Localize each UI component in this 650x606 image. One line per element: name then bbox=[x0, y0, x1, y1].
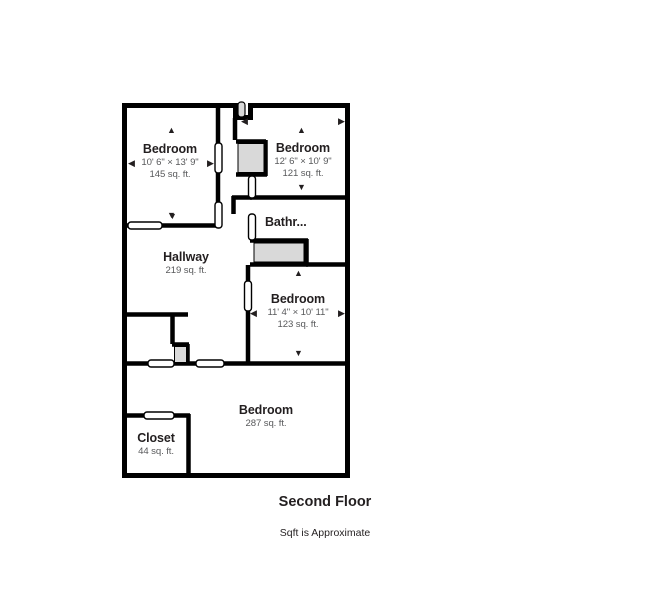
room-label-bedroom-mid-right: Bedroom 11' 4" × 10' 11" 123 sq. ft. bbox=[223, 291, 373, 332]
arrow-right-icon: ▶ bbox=[338, 308, 345, 318]
room-dimensions: 11' 4" × 10' 11" bbox=[267, 307, 329, 318]
room-name: Bedroom bbox=[238, 403, 294, 417]
room-label-bathroom: Bathr... bbox=[265, 214, 365, 230]
floorplan-title: Second Floor bbox=[278, 494, 372, 510]
arrow-down-icon: ▼ bbox=[294, 348, 303, 358]
door-closet-bottom bbox=[143, 411, 175, 420]
fixture-group bbox=[174, 143, 305, 363]
arrow-left-icon: ◀ bbox=[250, 308, 257, 318]
room-area: 145 sq. ft. bbox=[149, 169, 191, 181]
room-name: Bedroom bbox=[142, 142, 198, 156]
arrow-down-icon: ▼ bbox=[167, 210, 176, 220]
floorplan-subtitle: Sqft is Approximate bbox=[279, 527, 371, 539]
door-bedroom-topleft-lower bbox=[214, 201, 223, 229]
hallway-fixture bbox=[174, 346, 187, 363]
room-label-closet: Closet 44 sq. ft. bbox=[81, 430, 231, 458]
door-bedroom-topleft-upper bbox=[214, 142, 223, 174]
door-bathroom bbox=[247, 213, 257, 241]
closet-fixture-top bbox=[237, 143, 265, 173]
room-name: Hallway bbox=[163, 250, 209, 264]
arrow-left-icon: ◀ bbox=[128, 158, 135, 168]
door-hallway-right bbox=[195, 359, 225, 368]
door-closet-top bbox=[247, 175, 257, 199]
room-dimensions: 12' 6" × 10' 9" bbox=[274, 156, 332, 167]
arrow-up-icon: ▲ bbox=[297, 125, 306, 135]
arrow-down-icon: ▼ bbox=[297, 182, 306, 192]
room-area: 287 sq. ft. bbox=[245, 418, 287, 429]
room-label-bedroom-bottom: Bedroom 287 sq. ft. bbox=[191, 402, 341, 430]
room-area: 219 sq. ft. bbox=[165, 265, 207, 276]
arrow-up-icon: ▲ bbox=[167, 125, 176, 135]
room-label-bedroom-top-right: Bedroom 12' 6" × 10' 9" 121 sq. ft. bbox=[228, 140, 378, 181]
door-bedroom-midright bbox=[243, 280, 253, 312]
arrow-up-icon: ▲ bbox=[294, 268, 303, 278]
room-area: 44 sq. ft. bbox=[138, 446, 174, 457]
arrow-right-icon: ▶ bbox=[207, 158, 214, 168]
room-dimensions: 10' 6" × 13' 9" bbox=[141, 157, 199, 168]
room-name: Bathr... bbox=[265, 215, 307, 229]
arrow-right-icon: ▶ bbox=[338, 116, 345, 126]
door-group bbox=[127, 101, 257, 420]
door-top-notch bbox=[237, 101, 246, 118]
window-bedroom-topleft bbox=[127, 221, 163, 230]
room-area: 123 sq. ft. bbox=[277, 319, 319, 331]
room-area: 121 sq. ft. bbox=[282, 168, 324, 180]
door-hallway-left bbox=[147, 359, 175, 368]
room-name: Closet bbox=[137, 431, 175, 445]
room-label-bedroom-top-left: Bedroom 10' 6" × 13' 9" 145 sq. ft. bbox=[95, 141, 245, 182]
room-name: Bedroom bbox=[275, 141, 331, 155]
room-label-hallway: Hallway 219 sq. ft. bbox=[111, 249, 261, 277]
bathroom-fixture bbox=[253, 242, 305, 263]
arrow-down-icon: ▼ bbox=[168, 211, 177, 221]
room-name: Bedroom bbox=[270, 292, 326, 306]
arrow-left-icon: ◀ bbox=[241, 116, 248, 126]
